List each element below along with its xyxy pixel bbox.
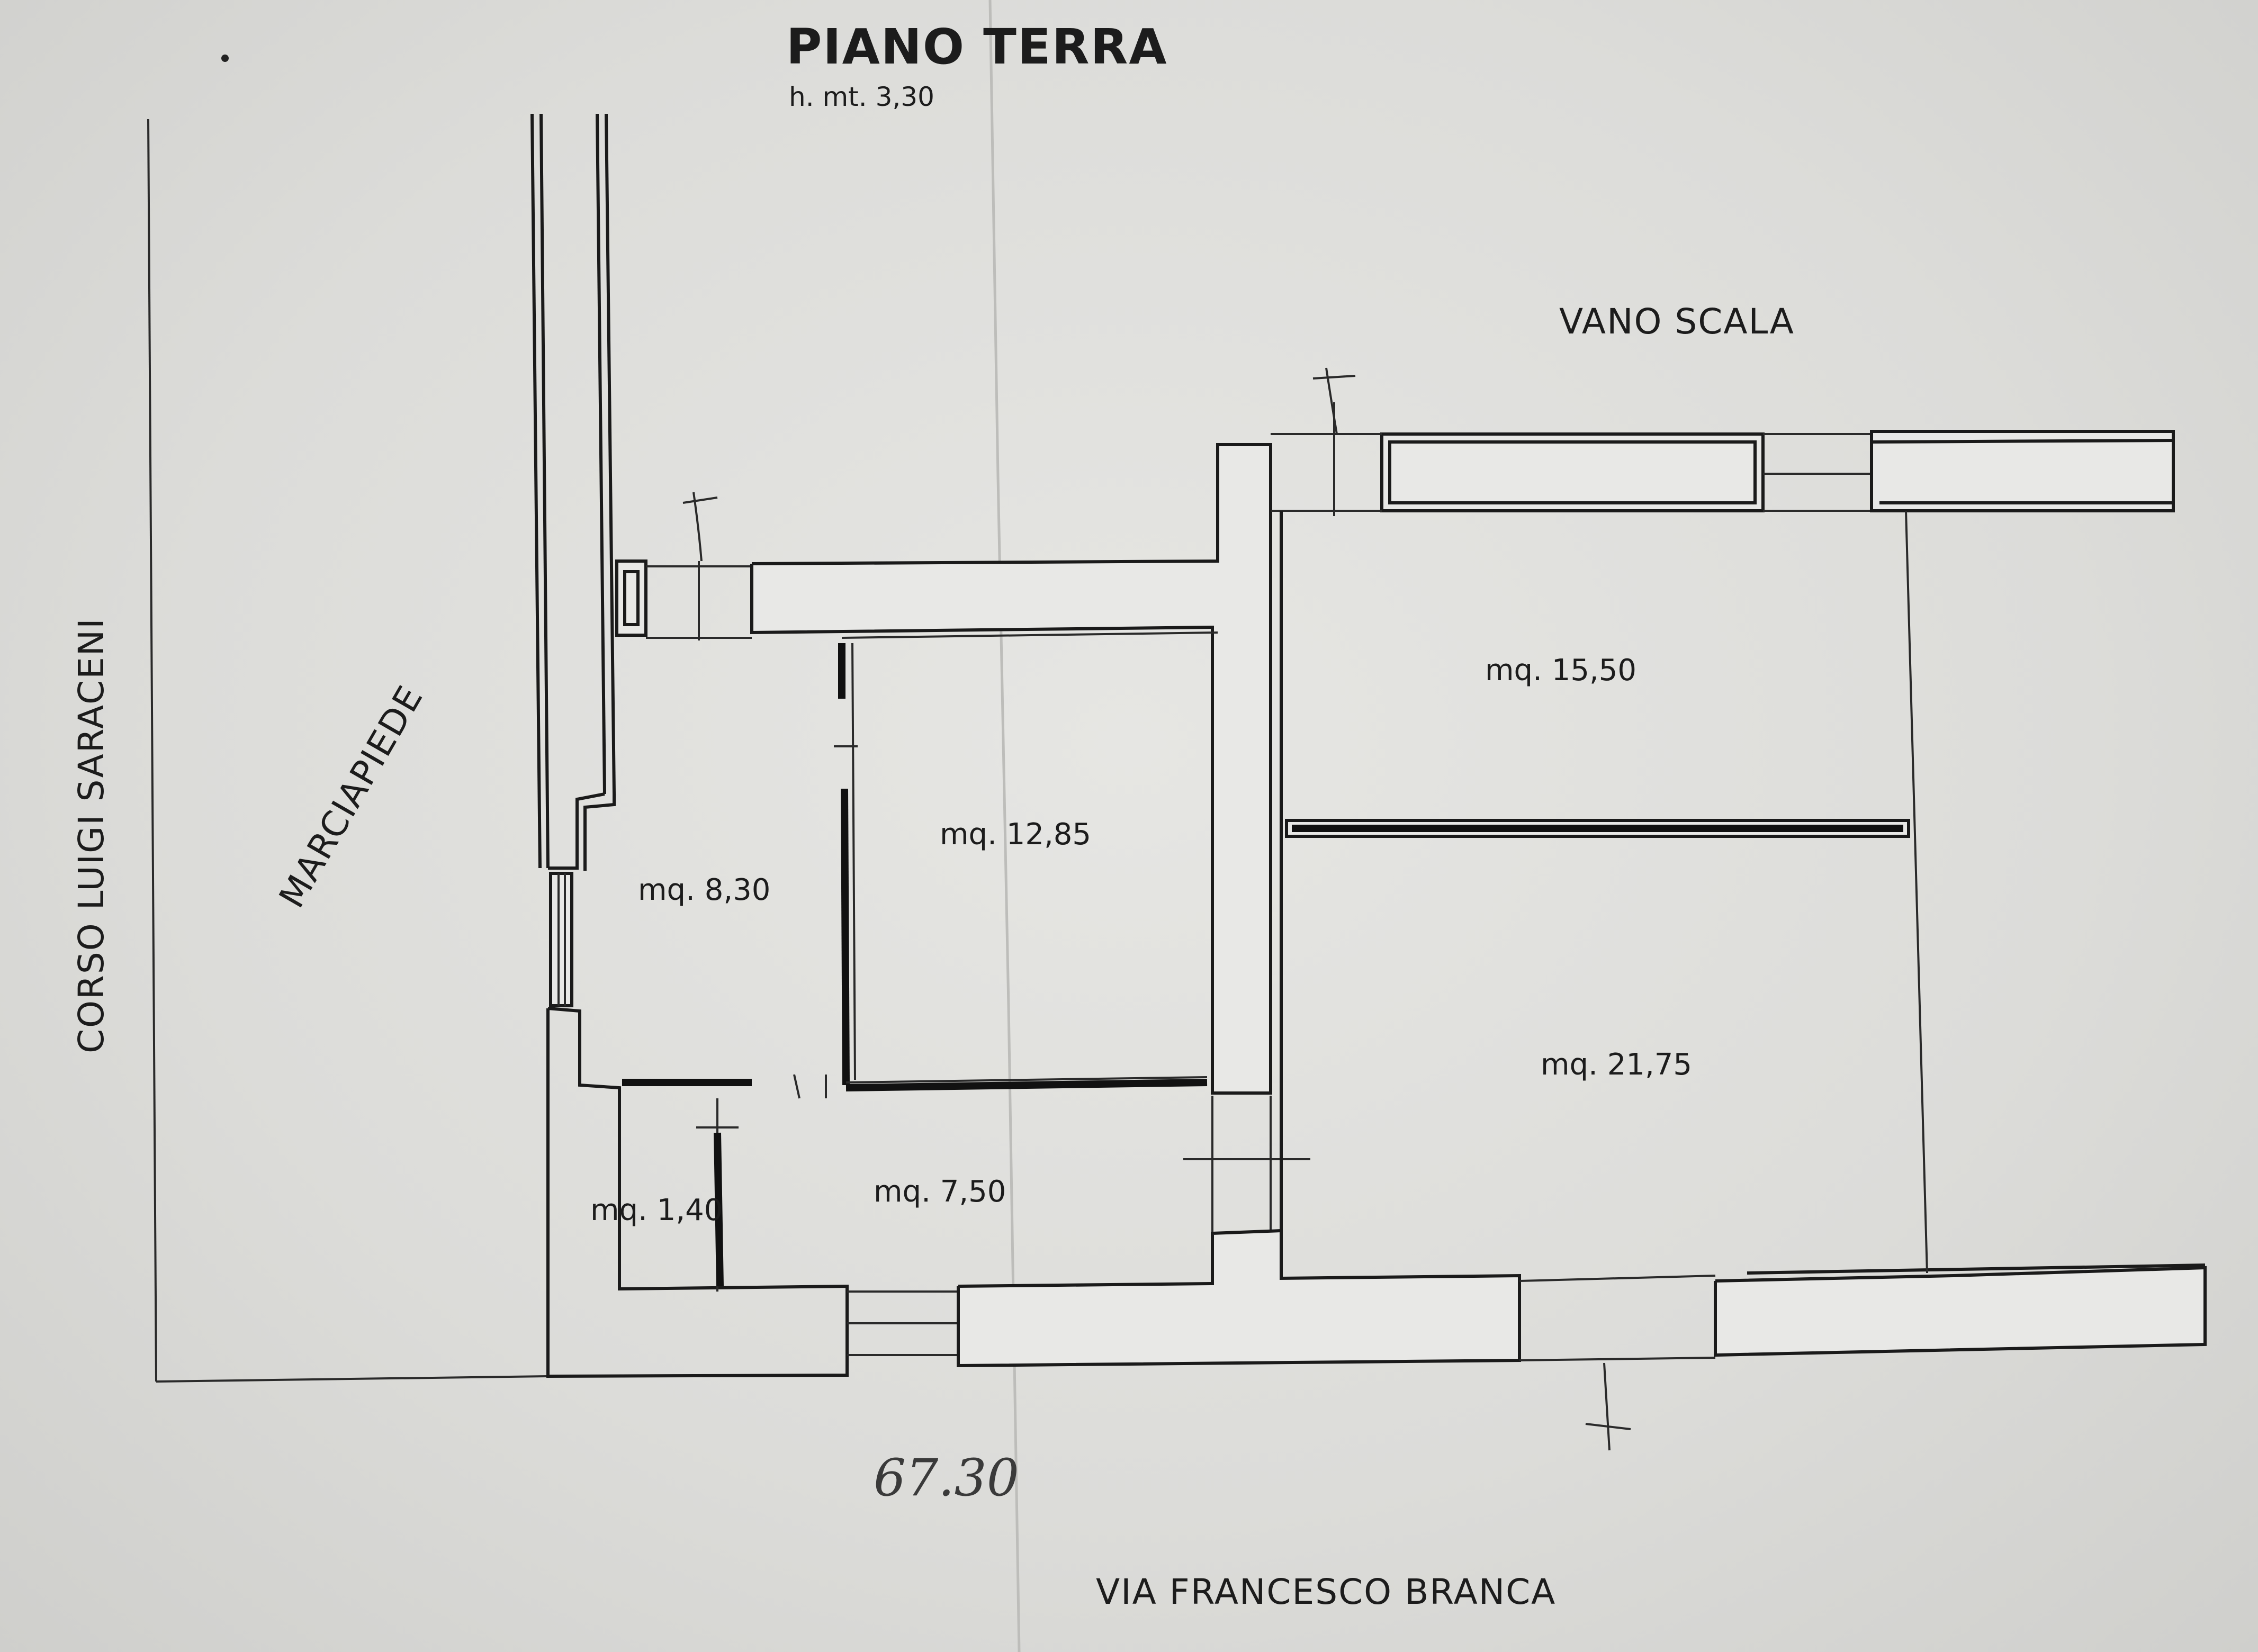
door-mark-upper-left xyxy=(682,492,718,562)
room-area-label: mq. 21,75 xyxy=(1541,1048,1692,1082)
plan-title: PIANO TERRA xyxy=(786,19,1168,75)
street-bottom-label: VIA FRANCESCO BRANCA xyxy=(1096,1572,1556,1612)
boundary-bottom-line xyxy=(156,1375,548,1383)
partition-room-e xyxy=(714,1132,724,1287)
sidewalk-label: MARCIAPIEDE xyxy=(271,679,431,915)
passage-room-f-d xyxy=(1183,1096,1310,1233)
right-interior-walls xyxy=(1280,510,1928,1278)
stairwell-label: VANO SCALA xyxy=(1559,301,1795,342)
room-area-label: mq. 8,30 xyxy=(638,873,770,907)
bottom-wall xyxy=(847,1229,2207,1368)
street-left-label: CORSO LUIGI SARACENI xyxy=(71,617,112,1053)
top-right-wall xyxy=(1271,402,2175,516)
outer-wall-lower-left xyxy=(546,1007,849,1378)
room-area-label: mq. 7,50 xyxy=(874,1175,1006,1209)
handwritten-total: 67.30 xyxy=(874,1448,1019,1507)
left-upper-wall xyxy=(530,113,616,871)
door-mark-top-right xyxy=(1312,367,1356,435)
plan-height: h. mt. 3,30 xyxy=(789,82,934,112)
boundary-left-line xyxy=(147,119,157,1382)
room-area-label: mq. 15,50 xyxy=(1485,653,1636,688)
ink-dot xyxy=(221,55,229,62)
room-area-label: mq. 1,40 xyxy=(590,1193,723,1227)
door-mark-bottom xyxy=(1585,1362,1631,1451)
upper-left-window xyxy=(615,559,752,640)
left-window xyxy=(549,872,573,1007)
door-tick-room-f xyxy=(793,1074,827,1099)
upper-horizontal-wall xyxy=(750,443,1272,1095)
room-area-label: mq. 12,85 xyxy=(940,817,1091,852)
room-b-walls xyxy=(838,631,1218,1091)
